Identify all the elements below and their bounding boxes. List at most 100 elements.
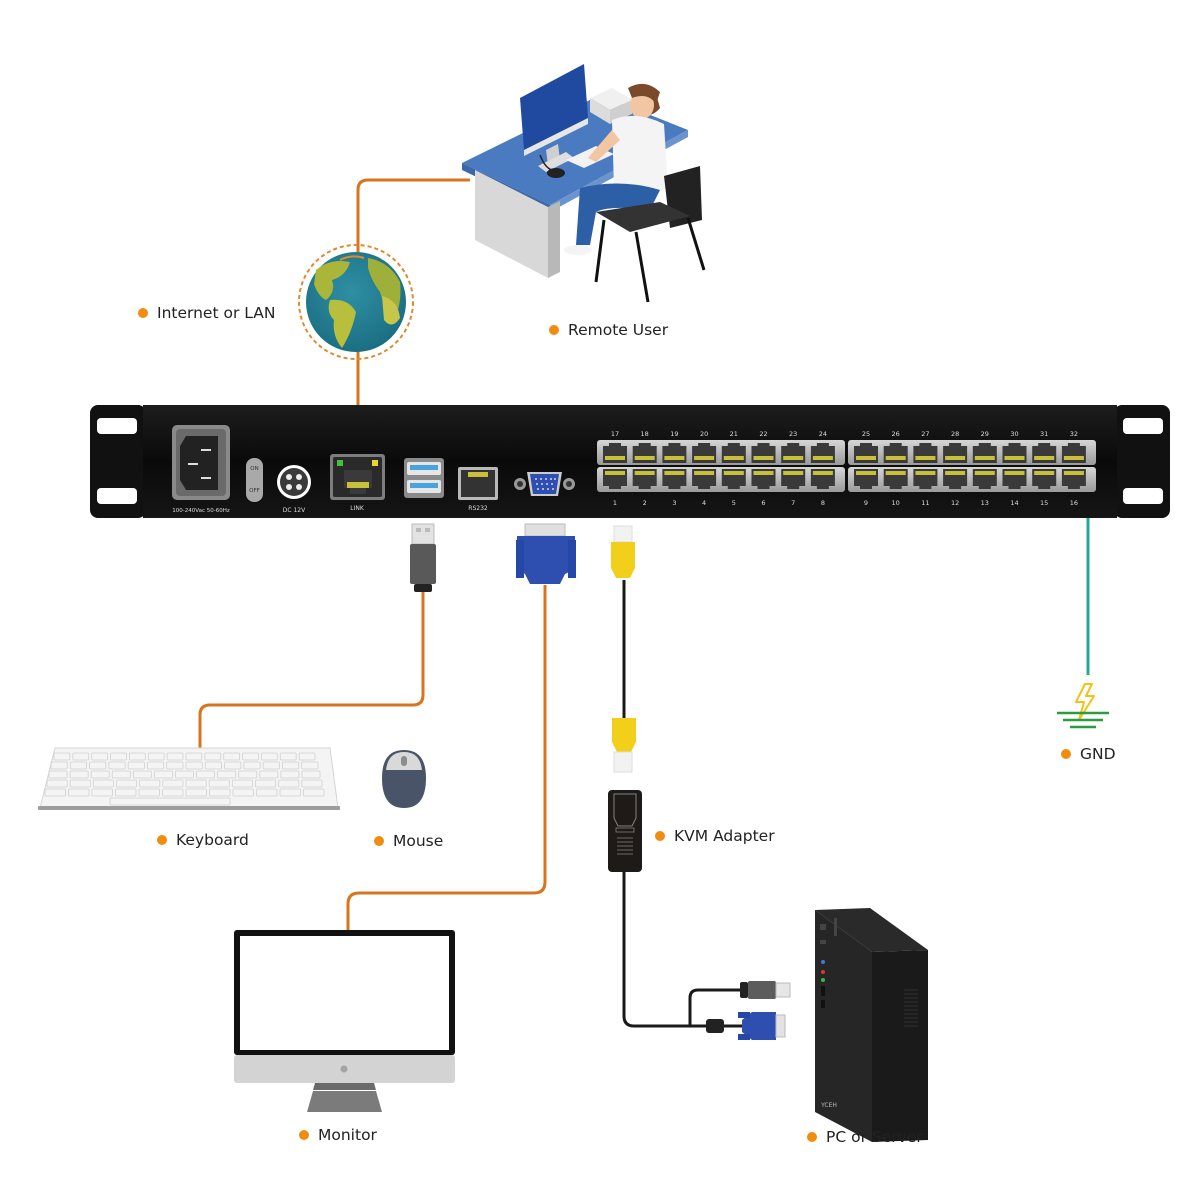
- key: [196, 770, 216, 779]
- rack-ear-left: [90, 405, 146, 518]
- rj45-connector-top: [611, 525, 635, 578]
- gnd-label: GND: [1061, 745, 1116, 763]
- key: [89, 761, 107, 770]
- bullet-dot-icon: [138, 308, 148, 318]
- port-contacts: [856, 456, 876, 460]
- pc-server-label: PC or Server: [807, 1128, 923, 1146]
- ferrite-bead: [706, 1019, 724, 1033]
- key: [238, 770, 258, 779]
- port-contacts: [1063, 471, 1084, 475]
- port-contacts: [812, 471, 833, 475]
- key: [204, 761, 222, 770]
- port-contacts: [605, 471, 625, 475]
- key: [162, 779, 184, 788]
- key: [91, 752, 108, 761]
- power-switch[interactable]: ON OFF: [246, 458, 263, 502]
- pc-server-label-text: PC or Server: [826, 1128, 923, 1146]
- key: [279, 788, 301, 797]
- bullet-dot-icon: [1061, 749, 1071, 759]
- port-contacts: [634, 471, 655, 475]
- key: [108, 761, 126, 770]
- port-contacts: [694, 456, 715, 460]
- port-number-label: 7: [791, 499, 795, 507]
- port-contacts: [605, 456, 625, 460]
- key: [217, 770, 237, 779]
- key: [162, 788, 184, 797]
- adapter-vga-plug: [738, 1012, 786, 1040]
- port-contacts: [915, 471, 936, 475]
- key: [185, 779, 207, 788]
- key: [223, 752, 240, 761]
- port-contacts: [634, 456, 655, 460]
- key: [279, 752, 297, 761]
- port-number-label: 3: [672, 499, 676, 507]
- mouse-icon: [382, 750, 426, 808]
- key: [242, 752, 259, 761]
- internet-label: Internet or LAN: [138, 304, 275, 322]
- port-contacts: [812, 456, 833, 460]
- port-contacts: [945, 471, 966, 475]
- keyboard-label: Keyboard: [157, 831, 249, 849]
- bullet-dot-icon: [299, 1130, 309, 1140]
- key: [153, 770, 173, 779]
- port-contacts: [974, 471, 995, 475]
- gnd-label-text: GND: [1080, 745, 1116, 763]
- key: [204, 752, 222, 761]
- port-number-label: 12: [951, 499, 959, 507]
- key: [90, 770, 110, 779]
- port-number-label: 5: [732, 499, 736, 507]
- mouse-label-text: Mouse: [393, 832, 444, 850]
- cable-keyboard-usb: [198, 592, 425, 748]
- kvm-switch: 100-240Vac 50-60Hz ON OFF DC 12V LINK: [90, 405, 1170, 518]
- key: [298, 752, 316, 761]
- key: [110, 752, 127, 761]
- port-contacts: [885, 471, 906, 475]
- port-contacts: [723, 456, 744, 460]
- pc-tower: YCEH: [815, 908, 928, 1142]
- vga-connector: [516, 523, 576, 584]
- remote-user-illustration: [462, 64, 706, 303]
- port-number-label: 21: [730, 430, 738, 438]
- bullet-dot-icon: [807, 1132, 817, 1142]
- adapter-usb-plug: [740, 981, 791, 999]
- key: [301, 761, 319, 770]
- port-contacts: [856, 471, 876, 475]
- port-number-label: 1: [613, 499, 617, 507]
- key: [232, 788, 254, 797]
- key: [166, 761, 184, 770]
- monitor-label: Monitor: [299, 1126, 377, 1144]
- key: [138, 788, 160, 797]
- port-contacts: [1034, 471, 1055, 475]
- bullet-dot-icon: [157, 835, 167, 845]
- key: [243, 761, 261, 770]
- port-contacts: [885, 456, 906, 460]
- key: [301, 770, 321, 779]
- spacebar-key: [109, 797, 231, 806]
- port-number-label: 13: [981, 499, 989, 507]
- usb-connector: [410, 523, 436, 592]
- rj45-connector-bottom: [612, 718, 636, 773]
- switch-on-label: ON: [250, 466, 258, 472]
- port-number-label: 9: [864, 499, 868, 507]
- globe-icon: [298, 244, 414, 360]
- port-number-label: 14: [1010, 499, 1018, 507]
- dc-power-port: [277, 465, 311, 499]
- port-contacts: [915, 456, 936, 460]
- bullet-dot-icon: [549, 325, 559, 335]
- port-number-label: 18: [641, 430, 649, 438]
- key: [92, 779, 114, 788]
- key: [115, 788, 137, 797]
- port-number-label: 26: [892, 430, 900, 438]
- rack-ear-right: [1114, 405, 1170, 518]
- lan-link-port: [330, 454, 385, 500]
- remote-user-label: Remote User: [549, 321, 668, 339]
- port-contacts: [783, 456, 804, 460]
- port-contacts: [753, 456, 774, 460]
- keyboard-label-text: Keyboard: [176, 831, 249, 849]
- port-number-label: 6: [761, 499, 765, 507]
- port-number-label: 22: [759, 430, 767, 438]
- port-number-label: 25: [862, 430, 870, 438]
- kvm-adapter-label: KVM Adapter: [655, 827, 775, 845]
- power-label: 100-240Vac 50-60Hz: [172, 508, 230, 514]
